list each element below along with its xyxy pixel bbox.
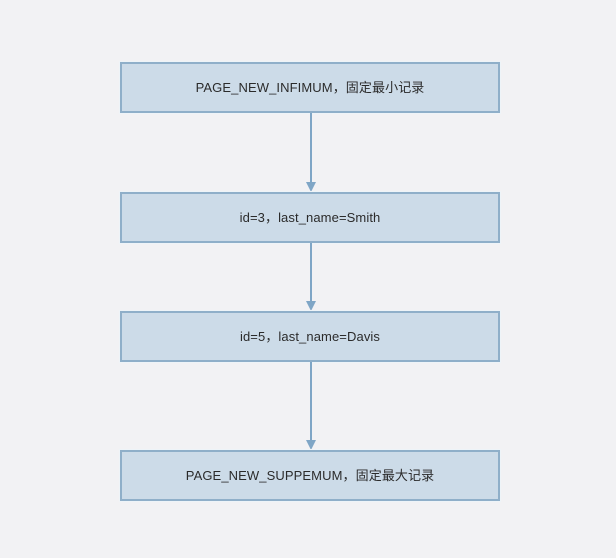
- flow-node-label: PAGE_NEW_INFIMUM，固定最小记录: [195, 80, 425, 95]
- flow-arrow-2: [305, 243, 317, 311]
- flow-node-infimum[interactable]: PAGE_NEW_INFIMUM，固定最小记录: [120, 62, 500, 113]
- flow-node-supremum[interactable]: PAGE_NEW_SUPPEMUM，固定最大记录: [120, 450, 500, 501]
- flow-arrow-3: [305, 362, 317, 450]
- flow-node-label: id=3，last_name=Smith: [239, 210, 381, 225]
- flow-node-label: id=5，last_name=Davis: [239, 329, 381, 344]
- flow-arrow-1: [305, 113, 317, 192]
- flow-node-label: PAGE_NEW_SUPPEMUM，固定最大记录: [185, 468, 435, 483]
- flow-node-record-2[interactable]: id=5，last_name=Davis: [120, 311, 500, 362]
- flow-node-record-1[interactable]: id=3，last_name=Smith: [120, 192, 500, 243]
